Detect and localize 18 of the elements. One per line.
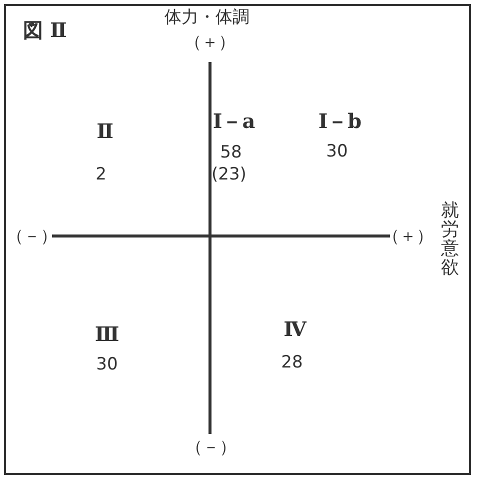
count-value: 30	[96, 356, 118, 374]
count-value: 28	[281, 354, 303, 372]
axis-label: 体力・体調	[164, 10, 250, 26]
axis-sign: （－）	[186, 440, 236, 456]
count-value: (23)	[212, 166, 246, 184]
axis-sign: （＋）	[184, 34, 236, 52]
axis-sign: （－）	[6, 228, 58, 246]
quadrant-label: Ⅱ	[96, 121, 114, 141]
quadrant-label: Ⅳ	[284, 319, 306, 339]
quadrant-label: Ⅲ	[94, 324, 120, 344]
axis-sign: （＋）	[382, 228, 434, 246]
axis-label: 就労意欲	[441, 202, 459, 278]
quadrant-label: Ⅰ－a	[212, 111, 256, 131]
figure-title: 図 Ⅱ	[23, 20, 67, 40]
count-value: 2	[96, 166, 106, 184]
count-value: 58	[220, 144, 242, 162]
count-value: 30	[326, 144, 348, 160]
quadrant-label: Ⅰ－b	[318, 111, 362, 131]
